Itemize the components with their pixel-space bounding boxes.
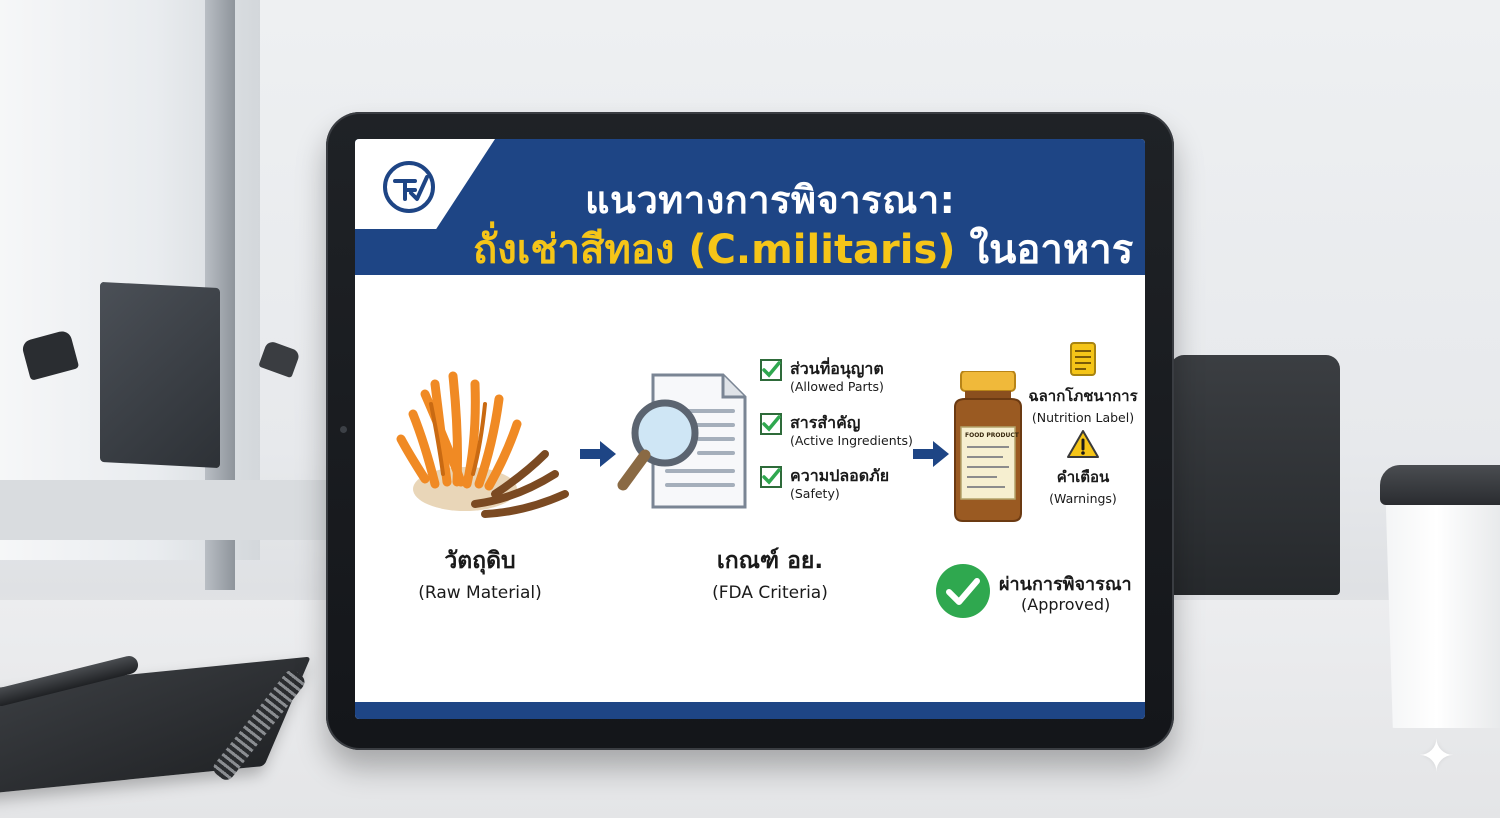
- background-lamp-secondary: [258, 339, 301, 379]
- approved-check-icon: [936, 564, 990, 618]
- tablet-camera: [340, 426, 347, 433]
- footer-bar: [355, 702, 1145, 719]
- background-chair: [1170, 355, 1340, 595]
- sparkle-icon: ✦: [1418, 731, 1455, 782]
- cordyceps-icon: [396, 371, 569, 518]
- nutrition-label-text: ฉลากโภชนาการ (Nutrition Label): [1028, 387, 1138, 425]
- checkbox-checked-icon: [760, 413, 782, 435]
- approved-result: ผ่านการพิจารณา (Approved): [935, 563, 1145, 623]
- background-monitor: [100, 281, 220, 469]
- checkbox-checked-icon: [760, 466, 782, 488]
- arrow-right-icon: [580, 441, 616, 467]
- banner-title-highlight: ถั่งเช่าสีทอง (C.militaris): [473, 227, 956, 273]
- step-fda-criteria-label: เกณฑ์ อย. (FDA Criteria): [712, 548, 828, 603]
- step-raw-material-label: วัตถุดิบ (Raw Material): [418, 548, 542, 603]
- document-magnifier-icon: [617, 373, 747, 509]
- logo-area: [355, 139, 495, 229]
- background-desk: [0, 480, 330, 540]
- agency-logo-icon: [383, 161, 435, 213]
- warnings-text: คำเตือน (Warnings): [1049, 468, 1117, 506]
- banner-title-line1: แนวทางการพิจารณา:: [585, 178, 956, 222]
- banner-title-line2: ถั่งเช่าสีทอง (C.militaris) ในอาหาร: [473, 217, 1133, 281]
- arrow-right-icon: [913, 441, 949, 467]
- warning-icon: [1067, 430, 1099, 458]
- coffee-cup-lid: [1380, 465, 1500, 505]
- coffee-cup: [1385, 478, 1500, 728]
- banner-title-rest: ในอาหาร: [969, 227, 1134, 273]
- checkbox-checked-icon: [760, 359, 782, 381]
- food-product-jar-icon: FOOD PRODUCT: [954, 371, 1022, 522]
- jar-label-text: FOOD PRODUCT: [965, 432, 1020, 439]
- header-banner: แนวทางการพิจารณา: ถั่งเช่าสีทอง (C.milit…: [355, 139, 1145, 275]
- nutrition-label-icon: [1070, 342, 1096, 376]
- tablet-screen: แนวทางการพิจารณา: ถั่งเช่าสีทอง (C.milit…: [355, 139, 1145, 719]
